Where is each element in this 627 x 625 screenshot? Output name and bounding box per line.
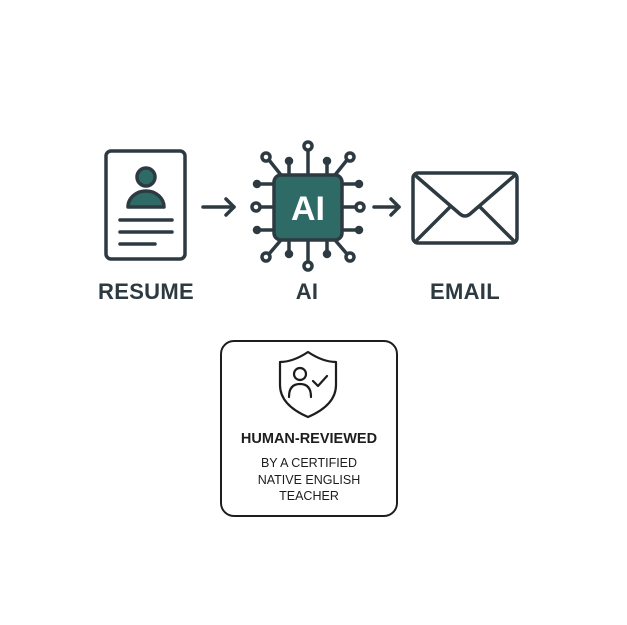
badge-title: HUMAN-REVIEWED xyxy=(240,431,378,447)
arrow-icon xyxy=(372,197,401,217)
resume-icon xyxy=(104,149,187,261)
envelope-icon xyxy=(411,171,519,245)
human-reviewed-badge: HUMAN-REVIEWED BY A CERTIFIED NATIVE ENG… xyxy=(220,340,398,517)
ai-chip-icon: AI xyxy=(250,140,366,272)
step-label-email: EMAIL xyxy=(430,279,500,304)
step-label-ai: AI xyxy=(295,279,319,304)
shield-person-check-icon xyxy=(278,350,338,419)
arrow-icon xyxy=(201,197,236,217)
chip-text: AI xyxy=(291,190,325,228)
step-label-resume: RESUME xyxy=(98,279,194,304)
badge-line: TEACHER xyxy=(279,489,339,503)
badge-subtitle: BY A CERTIFIED NATIVE ENGLISH TEACHER xyxy=(222,455,396,505)
badge-line: BY A CERTIFIED xyxy=(260,456,358,470)
badge-line: NATIVE ENGLISH xyxy=(257,472,361,487)
